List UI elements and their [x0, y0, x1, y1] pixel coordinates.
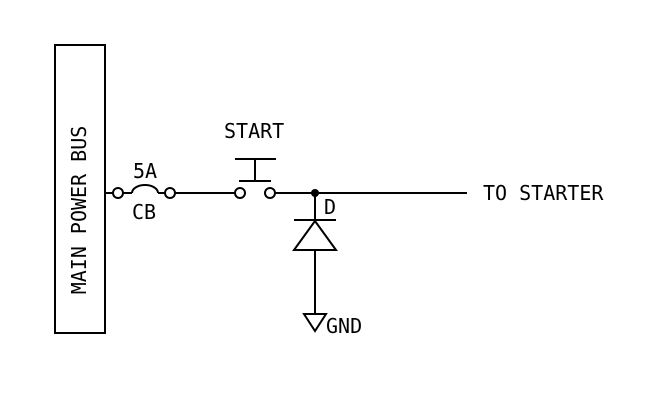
diode-designator-label: D	[324, 195, 336, 219]
breaker-arc	[131, 184, 159, 194]
ground-label: GND	[326, 314, 362, 338]
breaker-terminal-right	[164, 187, 176, 199]
breaker-terminal-left	[112, 187, 124, 199]
to-starter-label: TO STARTER	[483, 181, 604, 205]
start-button-label: START	[224, 119, 284, 143]
breaker-rating-label: 5A	[133, 159, 157, 183]
breaker-designator-label: CB	[132, 200, 156, 224]
main-power-bus-label: MAIN POWER BUS	[67, 126, 91, 295]
button-terminal-left	[234, 187, 246, 199]
main-power-bus-box	[54, 44, 106, 334]
button-terminal-right	[264, 187, 276, 199]
diode-anode-triangle	[292, 219, 338, 251]
ground-symbol	[302, 313, 328, 333]
